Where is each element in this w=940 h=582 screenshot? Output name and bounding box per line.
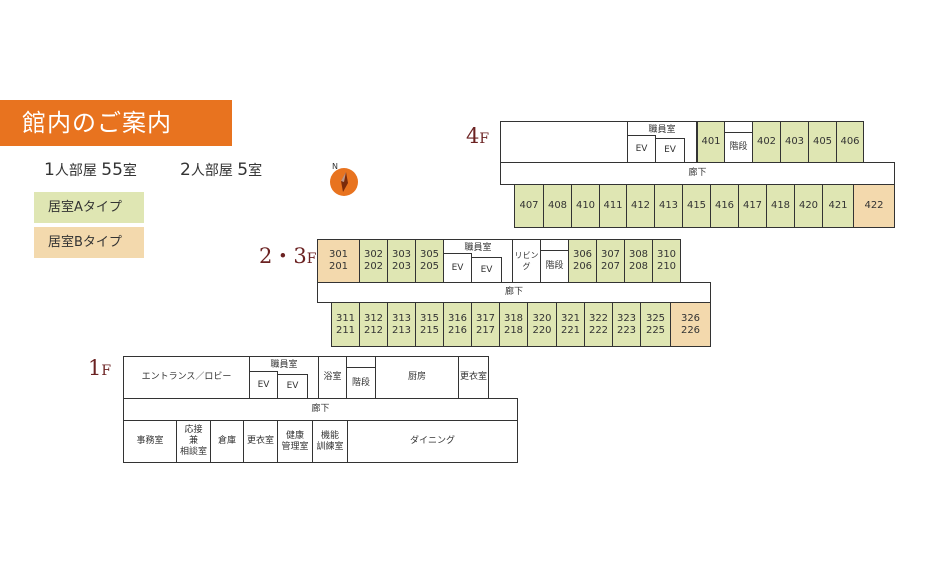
stairs-1f: 階段 — [346, 367, 376, 399]
health-management-room: 健康 管理室 — [277, 420, 313, 463]
room-301-201: 301 201 — [317, 239, 360, 283]
storage-room: 倉庫 — [210, 420, 244, 463]
corridor-2-3f: 廊下 — [317, 282, 711, 303]
legend-type-b: 居室Bタイプ — [34, 227, 144, 258]
living-room-2-3f: リビング — [512, 239, 541, 283]
elevator-4f-1: EV — [627, 135, 656, 163]
corridor-4f: 廊下 — [500, 162, 895, 185]
room-313-213: 313 213 — [387, 302, 416, 347]
room-417: 417 — [738, 184, 767, 228]
room-311-211: 311 211 — [331, 302, 360, 347]
room-317-217: 317 217 — [471, 302, 500, 347]
locker-room-top: 更衣室 — [458, 356, 489, 399]
elevator-2-3f-2: EV — [471, 257, 502, 283]
floor-label-2-3f: 2・3F — [259, 244, 317, 268]
room-302-202: 302 202 — [359, 239, 388, 283]
elevator-1f-2: EV — [277, 374, 308, 399]
room-415: 415 — [682, 184, 711, 228]
dining-room: ダイニング — [347, 420, 518, 463]
entrance-lobby: エントランス／ロビー — [123, 356, 250, 399]
double-room-summary: 2人部屋 5室 — [180, 160, 263, 180]
room-408: 408 — [543, 184, 572, 228]
room-421: 421 — [822, 184, 854, 228]
room-413: 413 — [654, 184, 683, 228]
room-406: 406 — [836, 121, 864, 163]
room-321-221: 321 221 — [556, 302, 585, 347]
legend-type-a: 居室Aタイプ — [34, 192, 144, 223]
locker-room: 更衣室 — [243, 420, 278, 463]
room-403: 403 — [780, 121, 809, 163]
room-318-218: 318 218 — [499, 302, 528, 347]
stairs-4f: 階段 — [724, 132, 753, 163]
room-422: 422 — [853, 184, 895, 228]
room-402: 402 — [752, 121, 781, 163]
room-407: 407 — [514, 184, 544, 228]
reception-consultation-room: 応接 兼 相談室 — [176, 420, 211, 463]
bath-room: 浴室 — [318, 356, 347, 399]
room-322-222: 322 222 — [584, 302, 613, 347]
room-326-226: 326 226 — [670, 302, 711, 347]
room-310-210: 310 210 — [652, 239, 681, 283]
room-308-208: 308 208 — [624, 239, 653, 283]
open-space-4f — [500, 121, 628, 163]
room-320-220: 320 220 — [527, 302, 557, 347]
training-room: 機能 訓練室 — [312, 420, 348, 463]
page-title: 館内のご案内 — [0, 100, 232, 146]
room-307-207: 307 207 — [596, 239, 625, 283]
room-411: 411 — [599, 184, 627, 228]
single-room-summary: 1人部屋 55室 — [44, 160, 137, 180]
compass-icon — [330, 168, 358, 196]
room-305-205: 305 205 — [415, 239, 444, 283]
floor-label-1f: 1F — [88, 356, 112, 380]
room-325-225: 325 225 — [640, 302, 671, 347]
room-412: 412 — [626, 184, 655, 228]
room-416: 416 — [710, 184, 739, 228]
room-420: 420 — [794, 184, 823, 228]
room-405: 405 — [808, 121, 837, 163]
compass-north-label: N — [332, 162, 338, 171]
room-401: 401 — [697, 121, 725, 163]
room-323-223: 323 223 — [612, 302, 641, 347]
room-303-203: 303 203 — [387, 239, 416, 283]
corridor-1f: 廊下 — [123, 398, 518, 421]
floor-label-4f: 4F — [466, 124, 490, 148]
stairs-2-3f: 階段 — [540, 250, 569, 283]
room-410: 410 — [571, 184, 600, 228]
kitchen: 厨房 — [375, 356, 459, 399]
elevator-1f-1: EV — [249, 371, 278, 399]
elevator-2-3f-1: EV — [443, 253, 472, 283]
elevator-4f-2: EV — [655, 138, 685, 163]
room-315-215: 315 215 — [415, 302, 444, 347]
room-306-206: 306 206 — [568, 239, 597, 283]
room-312-212: 312 212 — [359, 302, 388, 347]
room-316-216: 316 216 — [443, 302, 472, 347]
room-418: 418 — [766, 184, 795, 228]
office: 事務室 — [123, 420, 177, 463]
